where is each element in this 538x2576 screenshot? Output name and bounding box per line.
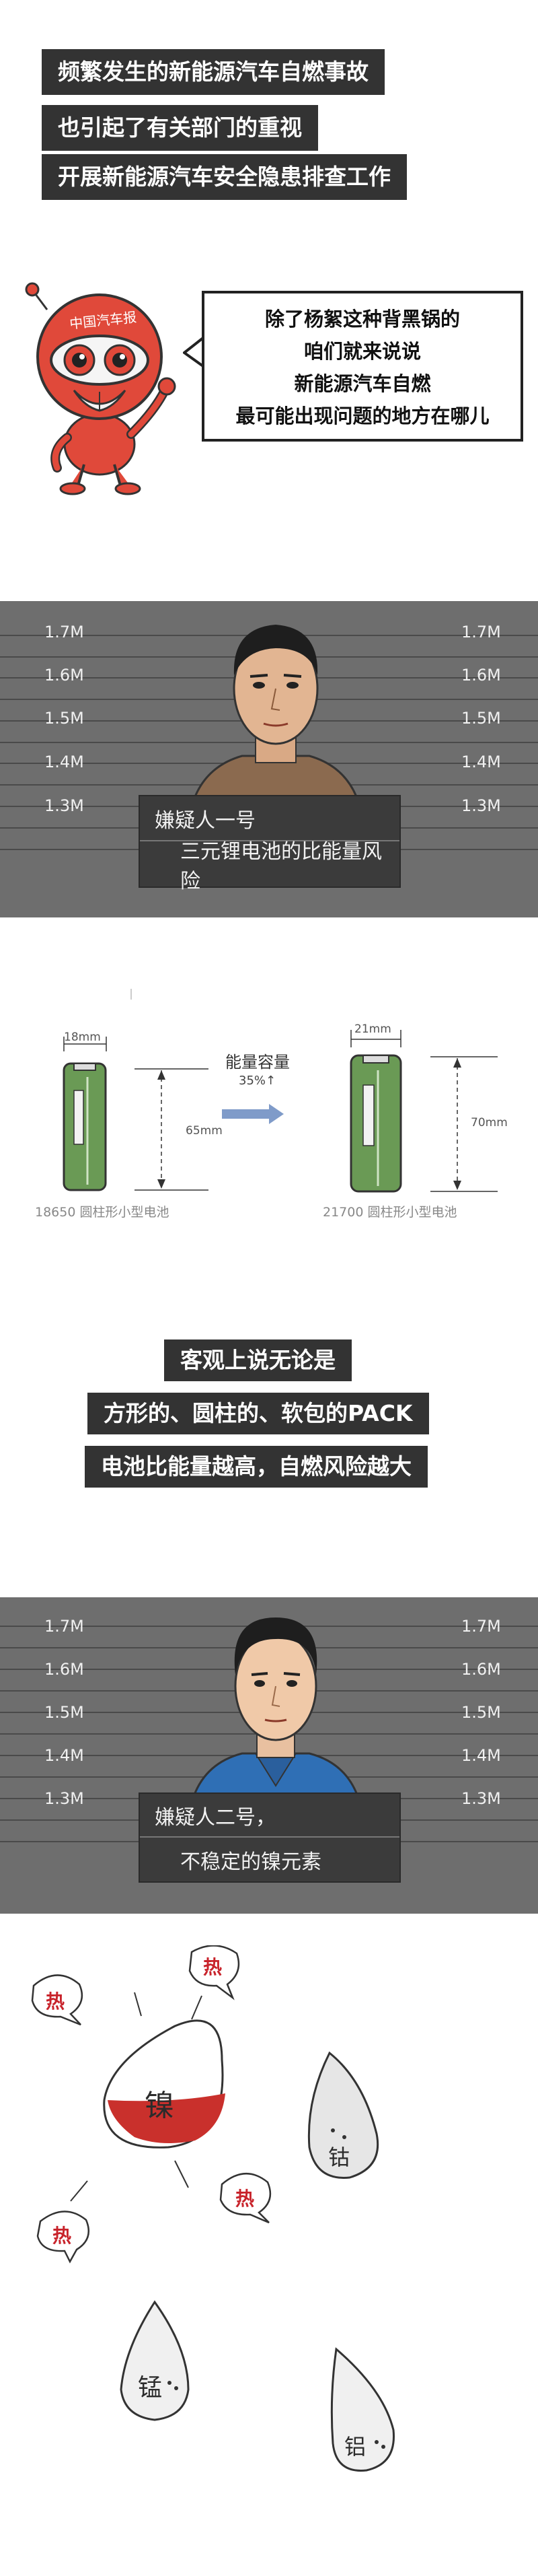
height-label-right: 1.7M	[461, 623, 501, 641]
aluminum-label: 铝	[344, 2434, 367, 2460]
energy-capacity-title: 能量容量	[225, 1053, 290, 1072]
height-label-right: 1.6M	[461, 1660, 501, 1679]
middle-caption-2: 方形的、圆柱的、软包的PACK	[87, 1393, 429, 1434]
height-label-right: 1.4M	[461, 1746, 501, 1765]
battery-diagram	[63, 1030, 498, 1193]
speech-line-1: 除了杨絮这种背黑锅的	[264, 308, 460, 330]
suspect-1-name: 嫌疑人一号	[140, 796, 399, 841]
cobalt-label: 钴	[328, 2145, 350, 2170]
right-battery-caption: 21700 圆柱形小型电池	[323, 1205, 457, 1220]
speech-line-2: 咱们就来说说	[303, 340, 421, 363]
speech-line-3: 新能源汽车自燃	[294, 372, 431, 395]
height-label-left: 1.3M	[44, 1789, 84, 1808]
left-battery-caption: 18650 圆柱形小型电池	[35, 1205, 169, 1220]
middle-caption-1: 客观上说无论是	[164, 1339, 352, 1381]
mascot-illustration	[25, 282, 176, 495]
height-label-left: 1.3M	[44, 796, 84, 815]
height-label-left: 1.6M	[44, 666, 84, 685]
height-label-left: 1.7M	[44, 623, 84, 641]
height-label-left: 1.6M	[44, 1660, 84, 1679]
element-fire-word: 热	[235, 2188, 255, 2210]
middle-caption-3: 电池比能量越高，自燃风险越大	[85, 1446, 428, 1488]
height-label-left: 1.7M	[44, 1617, 84, 1636]
height-label-left: 1.5M	[44, 709, 84, 728]
left-height-label: 65mm	[186, 1124, 223, 1138]
height-label-right: 1.4M	[461, 753, 501, 771]
element-fire-word: 热	[46, 1990, 65, 2013]
height-label-left: 1.4M	[44, 753, 84, 771]
speech-bubble: 除了杨絮这种背黑锅的 咱们就来说说 新能源汽车自燃 最可能出现问题的地方在哪儿	[202, 291, 523, 442]
element-fire-word: 热	[203, 1956, 223, 1978]
speech-line-4: 最可能出现问题的地方在哪儿	[235, 405, 490, 427]
element-fire-word: 热	[52, 2225, 72, 2247]
suspect-lineup-2: 1.7M 1.6M 1.5M 1.4M 1.3M 1.7M 1.6M 1.5M …	[0, 1597, 538, 1914]
suspect-1-portrait	[187, 625, 364, 823]
height-label-left: 1.4M	[44, 1746, 84, 1765]
suspect-2-nameboard: 嫌疑人二号， 不稳定的镍元素	[139, 1792, 401, 1883]
intro-caption-1: 频繁发生的新能源汽车自燃事故	[42, 49, 385, 95]
suspect-lineup-1: 1.7M 1.6M 1.5M 1.4M 1.3M 1.7M 1.6M 1.5M …	[0, 601, 538, 917]
intro-caption-3: 开展新能源汽车安全隐患排查工作	[42, 154, 407, 200]
manganese-label: 锰	[138, 2374, 163, 2402]
height-label-right: 1.7M	[461, 1617, 501, 1636]
height-label-right: 1.3M	[461, 796, 501, 815]
suspect-1-nameboard: 嫌疑人一号 三元锂电池的比能量风险	[139, 795, 401, 893]
intro-caption-2: 也引起了有关部门的重视	[42, 105, 318, 151]
nickel-label: 镍	[145, 2089, 174, 2123]
suspect-2-portrait	[187, 1617, 364, 1819]
height-label-right: 1.5M	[461, 1703, 501, 1722]
energy-capacity-change: 35%↑	[239, 1074, 276, 1088]
height-label-right: 1.5M	[461, 709, 501, 728]
height-label-left: 1.5M	[44, 1703, 84, 1722]
element-drops-illustration	[31, 1945, 395, 2472]
right-height-label: 70mm	[471, 1116, 508, 1129]
left-width-label: 18mm	[64, 1031, 101, 1044]
suspect-2-charge: 不稳定的镍元素	[180, 1850, 321, 1874]
height-label-right: 1.3M	[461, 1789, 501, 1808]
tick-mark	[130, 989, 132, 1000]
right-width-label: 21mm	[354, 1022, 391, 1036]
suspect-2-name: 嫌疑人二号，	[140, 1794, 399, 1838]
height-label-right: 1.6M	[461, 666, 501, 685]
suspect-1-charge: 三元锂电池的比能量风险	[180, 839, 382, 893]
